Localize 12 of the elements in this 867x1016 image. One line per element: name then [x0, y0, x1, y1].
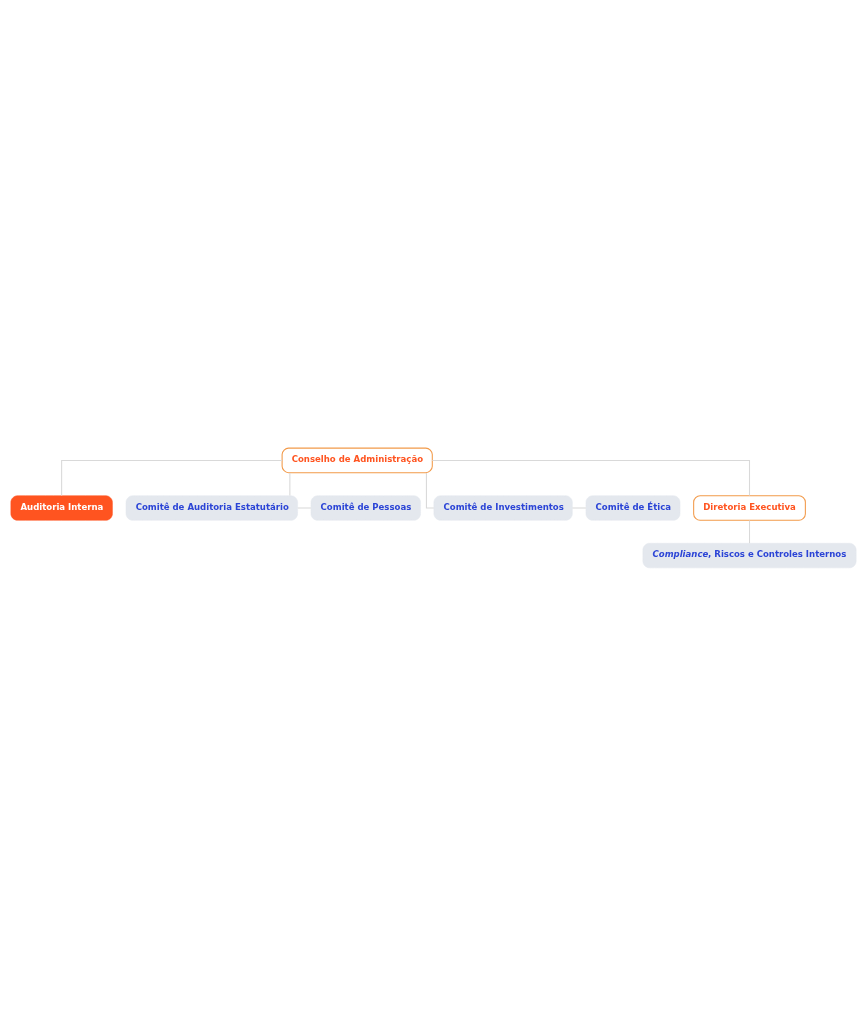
node-box: Compliance, Riscos e Controles Internos	[642, 543, 857, 569]
node-box: Auditoria Interna	[10, 495, 113, 521]
connector	[61, 459, 283, 497]
connector	[431, 459, 751, 497]
connector	[748, 519, 751, 544]
connector	[425, 472, 435, 509]
node-box: Conselho de Administração	[281, 447, 433, 474]
node-box: Comitê de Ética	[585, 495, 681, 521]
node-box: Comitê de Investimentos	[433, 495, 573, 521]
node-box: Comitê de Pessoas	[310, 495, 421, 521]
node-box: Diretoria Executiva	[693, 495, 806, 521]
node-box: Comitê de Auditoria Estatutário	[125, 495, 298, 521]
